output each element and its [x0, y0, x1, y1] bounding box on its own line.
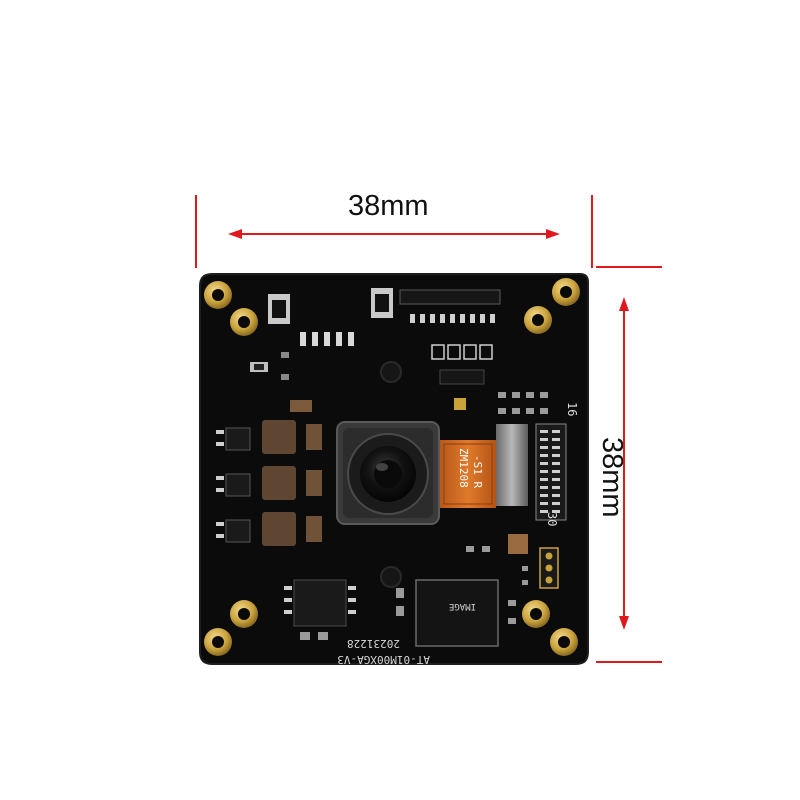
- right-components: [466, 534, 559, 589]
- power-inductors: [216, 400, 322, 546]
- via-hole: [380, 566, 402, 588]
- flex-cable: ZM1208 -S1 R: [440, 440, 496, 508]
- top-components: [250, 288, 548, 414]
- pin-label-16: 16: [565, 402, 579, 416]
- flex-text-part: ZM1208: [457, 448, 470, 488]
- mounting-hole: [204, 281, 232, 309]
- board-model-text: AT-01M00XGA-V3: [337, 653, 430, 666]
- dimension-markers: [195, 195, 662, 663]
- date-code-text: 20231228: [347, 637, 400, 650]
- mounting-hole: [230, 600, 258, 628]
- bottom-ics: IMAGE 20231228 AT-01M00XGA-V3: [284, 579, 516, 666]
- mounting-hole: [524, 306, 552, 334]
- lens-module: [336, 421, 440, 525]
- mounting-holes: [204, 278, 580, 656]
- isp-chip-marking: IMAGE: [449, 601, 476, 611]
- mounting-hole: [550, 628, 578, 656]
- board-connector: 16 30: [496, 402, 579, 526]
- flex-text-rev: -S1 R: [471, 455, 484, 488]
- mounting-hole: [230, 308, 258, 336]
- mounting-hole: [204, 628, 232, 656]
- pin-label-30: 30: [545, 512, 559, 526]
- mounting-hole: [522, 600, 550, 628]
- width-dimension-label: 38mm: [348, 190, 429, 222]
- via-hole: [380, 361, 402, 383]
- mounting-hole: [552, 278, 580, 306]
